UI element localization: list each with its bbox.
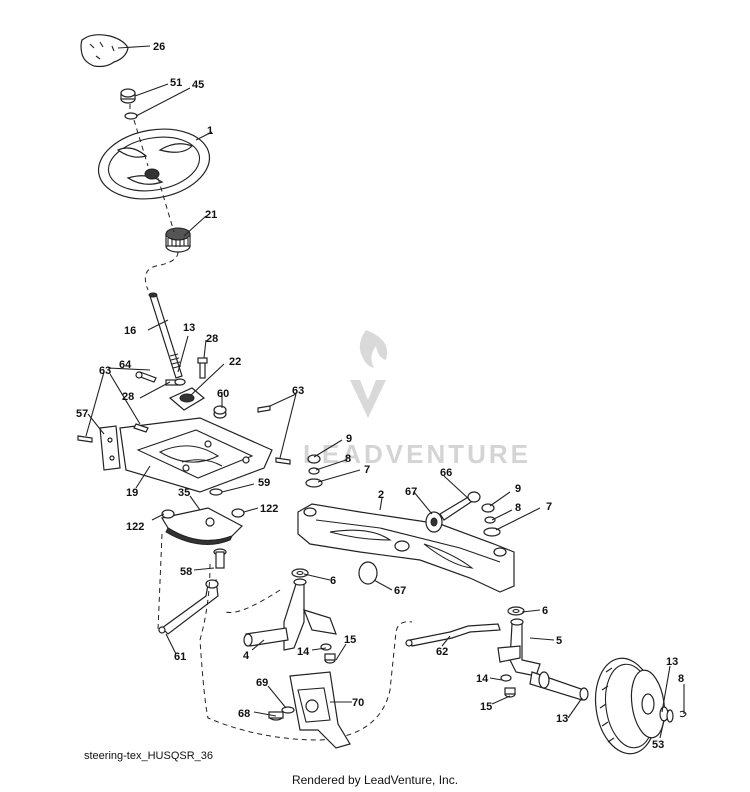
spindle-right-5 xyxy=(497,618,585,701)
callout-4: 4 xyxy=(243,650,250,662)
callout-1: 1 xyxy=(207,125,213,137)
callout-45: 45 xyxy=(192,79,204,91)
callout-14-left: 14 xyxy=(297,646,310,658)
callout-69: 69 xyxy=(256,677,268,689)
callout-22: 22 xyxy=(229,356,241,368)
callout-26: 26 xyxy=(153,41,165,53)
callout-51: 51 xyxy=(170,77,182,89)
axle-cover-70 xyxy=(289,671,351,749)
callout-66: 66 xyxy=(440,467,452,479)
callout-8-right: 8 xyxy=(515,502,521,514)
nut-51 xyxy=(120,88,136,104)
callout-59: 59 xyxy=(258,477,270,489)
callout-9-right: 9 xyxy=(515,483,521,495)
callout-14-right: 14 xyxy=(476,673,489,685)
washers-13-53-8 xyxy=(659,706,687,723)
washer-59 xyxy=(209,488,223,496)
callout-5: 5 xyxy=(556,635,562,647)
drag-link-61 xyxy=(158,579,219,635)
callout-28-lower: 28 xyxy=(122,391,134,403)
tie-rod-62 xyxy=(405,623,501,647)
steering-bracket-19 xyxy=(119,417,273,493)
bearing-22 xyxy=(168,387,206,411)
steering-wheel-1 xyxy=(97,128,211,200)
front-axle-2 xyxy=(297,503,515,593)
callout-122-right: 122 xyxy=(260,503,278,515)
steering-adapter-21 xyxy=(165,227,191,253)
callout-16: 16 xyxy=(124,325,136,337)
nut-14-15-left xyxy=(320,643,336,664)
washers-9-8-7-left xyxy=(305,454,323,488)
callout-8-wheel: 8 xyxy=(678,673,684,685)
callout-63-right: 63 xyxy=(292,385,304,397)
steering-shaft-16 xyxy=(148,292,183,379)
callout-53: 53 xyxy=(652,739,664,751)
callout-67-bottom: 67 xyxy=(394,585,406,597)
bolt-64 xyxy=(135,371,157,383)
footer-credit: Rendered by LeadVenture, Inc. xyxy=(291,773,459,787)
callout-70: 70 xyxy=(352,697,364,709)
callout-8-left: 8 xyxy=(345,453,351,465)
callout-57: 57 xyxy=(76,408,88,420)
washer-13-inner xyxy=(579,687,589,701)
callout-61: 61 xyxy=(174,651,186,663)
callout-68: 68 xyxy=(238,708,250,720)
callout-122-left: 122 xyxy=(126,521,144,533)
callout-67-top: 67 xyxy=(405,486,417,498)
bolt-28 xyxy=(197,357,208,379)
callout-9-left: 9 xyxy=(346,433,352,445)
callout-labels: 26 51 45 1 21 16 13 28 22 64 28 63 60 63… xyxy=(76,41,684,751)
callout-35: 35 xyxy=(178,487,190,499)
callout-60: 60 xyxy=(217,388,229,400)
callout-13-outer: 13 xyxy=(666,656,678,668)
sector-gear-35 xyxy=(161,507,243,545)
pivot-bolt-66 xyxy=(439,491,481,521)
callout-63-left: 63 xyxy=(99,365,111,377)
callout-15-left: 15 xyxy=(344,634,356,646)
bolt-58 xyxy=(213,548,227,569)
front-wheel xyxy=(594,657,666,755)
washer-69 xyxy=(281,706,295,714)
callout-2: 2 xyxy=(378,489,384,501)
nut-14-15-right xyxy=(500,674,516,698)
callout-19: 19 xyxy=(126,487,138,499)
bolts-63 xyxy=(77,405,291,465)
callout-13: 13 xyxy=(183,322,195,334)
callout-62: 62 xyxy=(436,646,448,658)
watermark: LEADVENTURE xyxy=(303,330,531,469)
callout-21: 21 xyxy=(205,209,217,221)
callout-13-inner: 13 xyxy=(556,713,568,725)
callout-7-right: 7 xyxy=(546,501,552,513)
diagram-caption: steering-tex_HUSQSR_36 xyxy=(84,750,214,762)
nut-13 xyxy=(174,378,186,386)
spacer-67-top xyxy=(425,511,443,533)
callout-6-right: 6 xyxy=(542,605,548,617)
callout-6-left: 6 xyxy=(330,575,336,587)
washer-6-left xyxy=(291,568,309,578)
callout-15-right: 15 xyxy=(480,701,492,713)
leader-lines xyxy=(85,45,685,739)
spacer-67-bottom xyxy=(358,561,378,585)
washer-6-right xyxy=(507,606,525,616)
watermark-text: LEADVENTURE xyxy=(303,439,531,469)
nut-60 xyxy=(213,405,227,419)
callout-58: 58 xyxy=(180,566,192,578)
washers-9-8-7-right xyxy=(481,503,501,537)
spindle-left-4 xyxy=(243,578,337,651)
callout-28: 28 xyxy=(206,333,218,345)
bushings-122 xyxy=(161,508,245,519)
callout-64: 64 xyxy=(119,359,132,371)
washer-45 xyxy=(124,112,138,120)
steering-cap-26 xyxy=(80,34,129,68)
callout-7-left: 7 xyxy=(364,464,370,476)
plate-57 xyxy=(99,425,121,471)
